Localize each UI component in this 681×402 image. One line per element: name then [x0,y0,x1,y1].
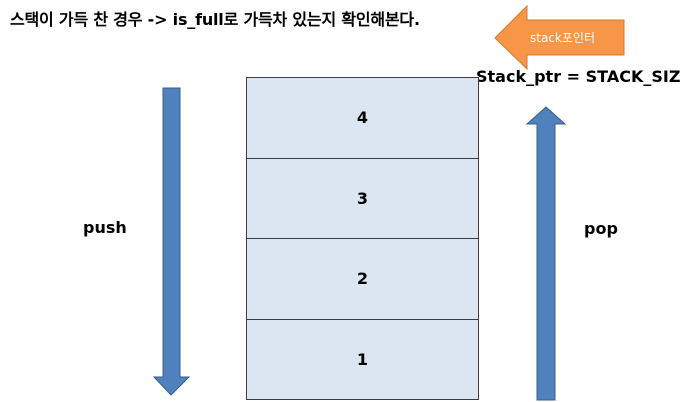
push-arrow [152,87,191,396]
stack-pointer-label: stack포인터 [530,31,595,45]
pop-arrow [525,106,567,401]
push-label: push [83,218,127,237]
diagram-title: 스택이 가득 찬 경우 -> is_full로 가득차 있는지 확인해본다. [10,10,420,29]
pop-label: pop [584,219,618,238]
stack-container: 4 3 2 1 [246,77,479,400]
stack-pointer-arrow [494,4,625,71]
stack-cell-2: 2 [247,238,478,319]
stack-cell-1: 1 [247,318,478,399]
stack-cell-4: 4 [247,78,478,158]
stack-ptr-equation: Stack_ptr = STACK_SIZE [476,67,681,86]
stack-cell-3: 3 [247,157,478,238]
